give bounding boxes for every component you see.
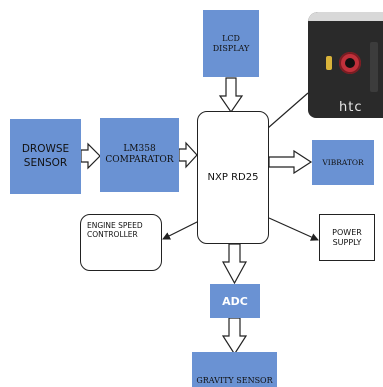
adc-block: ADC <box>210 284 260 318</box>
microcontroller-block: NXP RD25 <box>197 111 269 244</box>
engine-controller-block: ENGINE SPEED CONTROLLER <box>80 214 162 271</box>
power-supply-block: POWER SUPPLY <box>319 214 375 261</box>
engine-controller-label: ENGINE SPEED CONTROLLER <box>87 221 143 240</box>
phone-top-edge <box>308 12 383 21</box>
gravity-sensor-label: GRAVITY SENSOR <box>196 376 273 385</box>
microcontroller-label: NXP RD25 <box>207 172 259 183</box>
lcd-display-block: LCD DISPLAY <box>203 10 259 77</box>
arrow-adc-to-gravity <box>221 317 248 356</box>
arrow-mcu-to-power <box>268 217 319 241</box>
vibrator-block: VIBRATOR <box>312 140 374 185</box>
lcd-display-label: LCD DISPLAY <box>212 33 250 53</box>
arrow-mcu-to-engine <box>162 220 200 240</box>
comparator-label: LM358 COMPARATOR <box>105 143 174 165</box>
arrow-drowse-to-comparator <box>80 142 101 170</box>
line-phone-to-mcu <box>267 92 309 129</box>
phone-brand-logo: htc <box>339 100 363 115</box>
phone-image: htc <box>308 12 383 118</box>
arrow-mcu-to-adc <box>221 243 248 285</box>
arrow-comparator-to-mcu <box>178 141 198 169</box>
flash-leds <box>326 56 332 70</box>
gravity-sensor-block: GRAVITY SENSOR <box>192 352 277 387</box>
comparator-block: LM358 COMPARATOR <box>100 118 179 192</box>
drowse-sensor-label: DROWSE SENSOR <box>21 143 70 169</box>
vibrator-label: VIBRATOR <box>322 158 364 167</box>
arrow-mcu-to-vibrator <box>268 149 313 175</box>
arrow-lcd-to-mcu <box>218 77 244 114</box>
power-supply-label: POWER SUPPLY <box>332 227 362 247</box>
drowse-sensor-block: DROWSE SENSOR <box>10 119 81 194</box>
adc-label: ADC <box>222 294 248 308</box>
camera-lens <box>339 52 361 74</box>
